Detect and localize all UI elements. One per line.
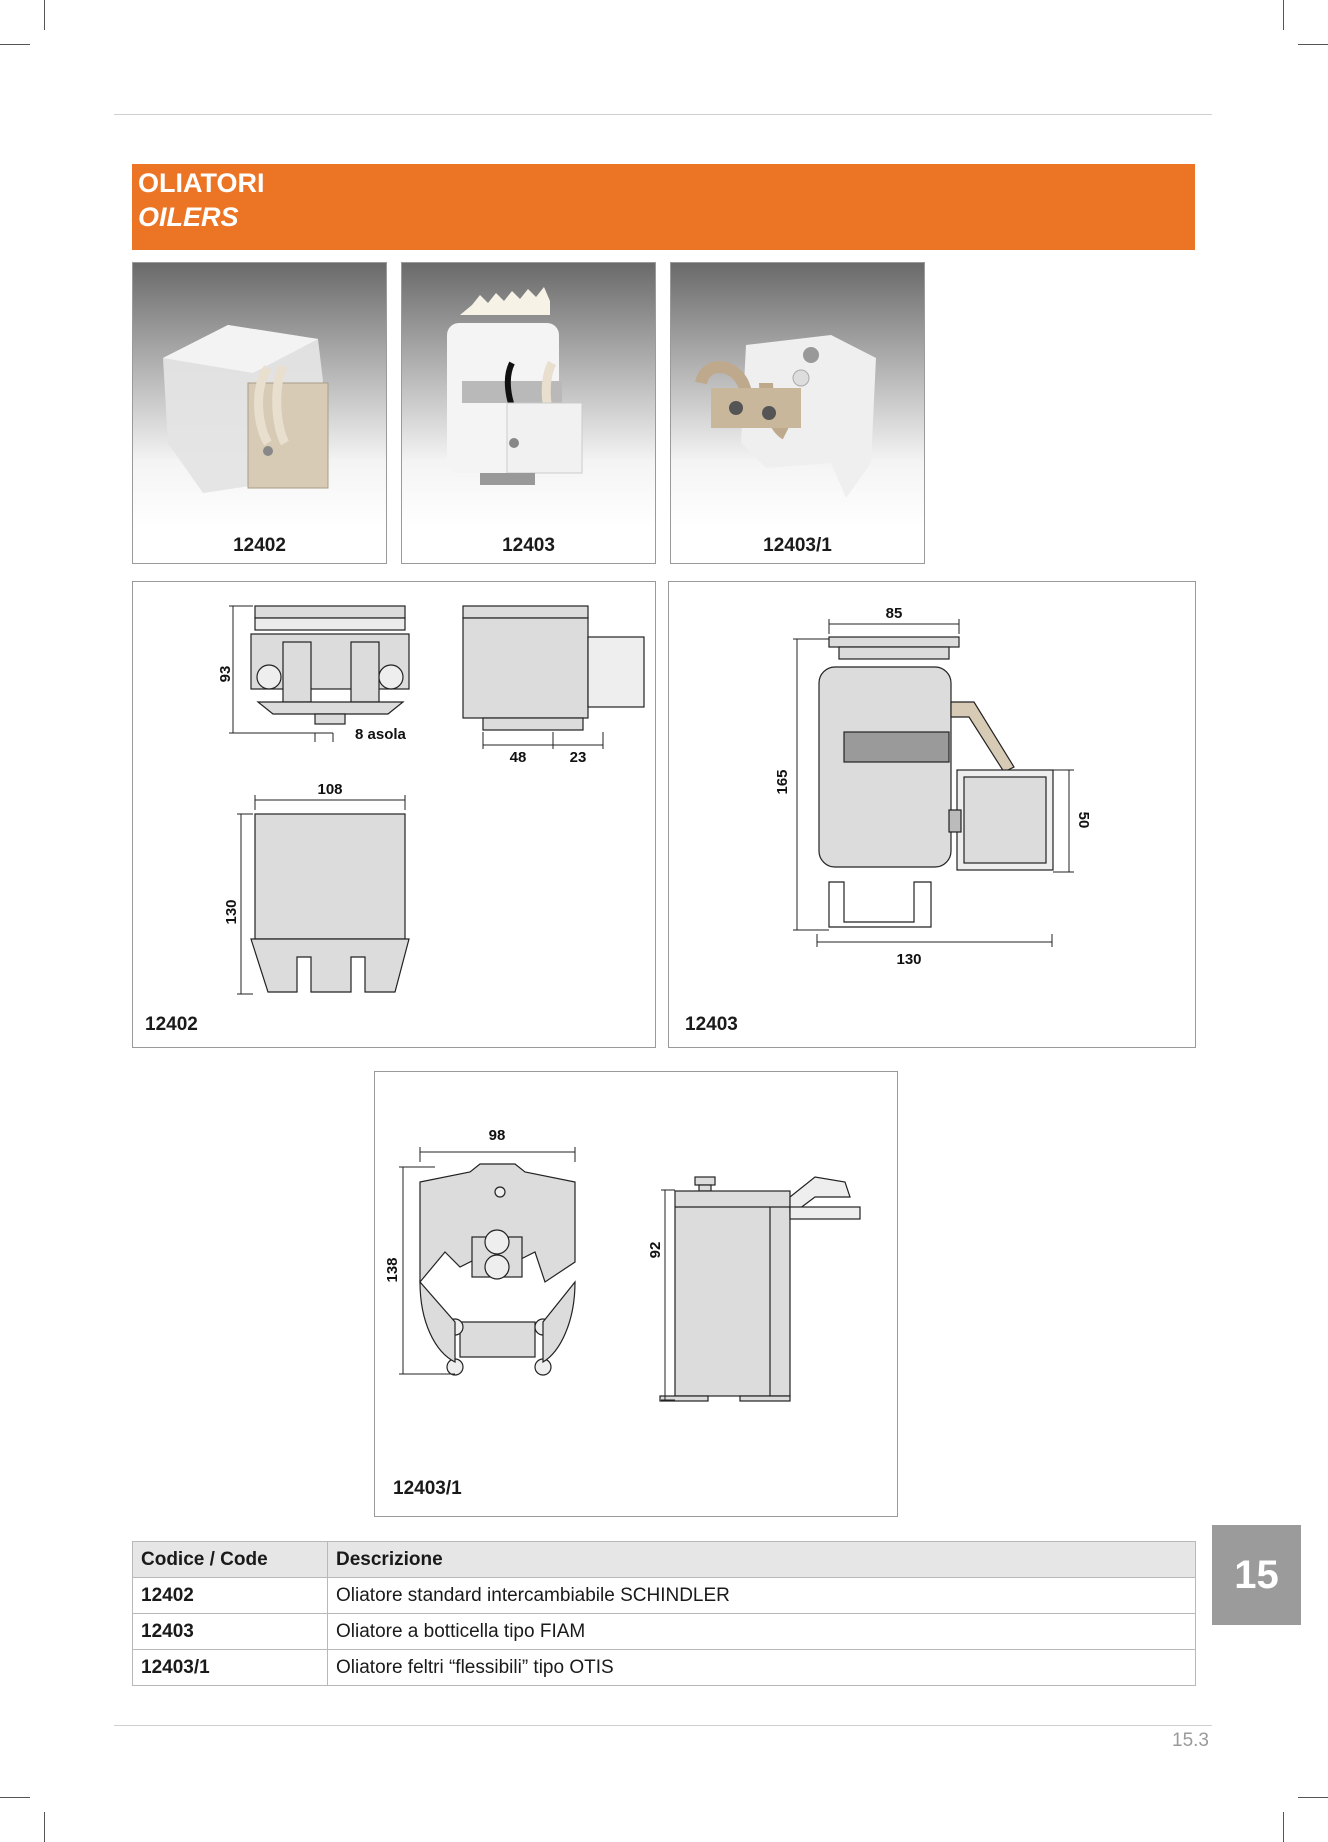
table-row: 12402 Oliatore standard intercambiabile … <box>132 1577 1196 1614</box>
crop-mark <box>0 1797 30 1798</box>
chapter-tab: 15 <box>1212 1525 1301 1625</box>
dim-height: 138 <box>384 1257 401 1282</box>
dim-width: 108 <box>317 781 342 798</box>
cell-code: 12402 <box>132 1577 328 1614</box>
technical-drawing-12402: 93 8 asola 48 23 108 130 <box>217 605 645 995</box>
dim-width: 98 <box>489 1127 506 1144</box>
technical-drawing-12403: 85 165 50 130 <box>774 605 1092 968</box>
crop-mark <box>44 1812 45 1842</box>
cell-code: 12403 <box>132 1613 328 1650</box>
page-number: 15.3 <box>1172 1730 1209 1751</box>
section-title-en: OILERS <box>138 202 239 232</box>
dim-width: 130 <box>896 951 921 968</box>
header-rule <box>114 114 1212 115</box>
drawing-label: 12402 <box>145 1014 198 1035</box>
table-header-row: Codice / Code Descrizione <box>132 1541 1196 1578</box>
column-header-description: Descrizione <box>327 1541 1196 1578</box>
crop-mark <box>0 44 30 45</box>
product-photo-12402: 12402 <box>132 262 387 564</box>
drawing-panel-12403-1: 98 138 92 12403/1 <box>374 1071 898 1517</box>
dim-side: 92 <box>647 1242 664 1259</box>
crop-mark <box>44 0 45 30</box>
drawing-panel-12403: 85 165 50 130 12403 <box>668 581 1196 1048</box>
drawing-label: 12403/1 <box>393 1478 462 1499</box>
photo-caption: 12402 <box>233 535 286 556</box>
drawing-panel-12402: 93 8 asola 48 23 108 130 12402 <box>132 581 656 1048</box>
table-row: 12403/1 Oliatore feltri “flessibili” tip… <box>132 1649 1196 1686</box>
photo-caption: 12403/1 <box>763 535 832 556</box>
spec-table: Codice / Code Descrizione 12402 Oliatore… <box>132 1541 1196 1686</box>
cell-description: Oliatore feltri “flessibili” tipo OTIS <box>327 1649 1196 1686</box>
dim-height2: 130 <box>223 899 240 924</box>
crop-mark <box>1298 1797 1328 1798</box>
dim-b: 23 <box>570 749 587 766</box>
product-photo-12403: 12403 <box>401 262 656 564</box>
crop-mark <box>1283 1812 1284 1842</box>
dim-slot: 8 asola <box>355 726 407 743</box>
photo-caption: 12403 <box>502 535 555 556</box>
dim-height: 165 <box>774 769 791 794</box>
table-row: 12403 Oliatore a botticella tipo FIAM <box>132 1613 1196 1650</box>
cell-description: Oliatore a botticella tipo FIAM <box>327 1613 1196 1650</box>
crop-mark <box>1298 44 1328 45</box>
dim-height: 93 <box>217 666 234 683</box>
crop-mark <box>1283 0 1284 30</box>
section-title-it: OLIATORI <box>138 168 265 198</box>
cell-description: Oliatore standard intercambiabile SCHIND… <box>327 1577 1196 1614</box>
cell-code: 12403/1 <box>132 1649 328 1686</box>
technical-drawing-12403-1: 98 138 92 <box>384 1127 861 1402</box>
column-header-code: Codice / Code <box>132 1541 328 1578</box>
dim-top: 85 <box>886 605 903 622</box>
dim-side: 50 <box>1075 812 1092 829</box>
section-banner: OLIATORI OILERS <box>132 164 1195 250</box>
drawing-label: 12403 <box>685 1014 738 1035</box>
dim-a: 48 <box>510 749 527 766</box>
product-photo-12403-1: 12403/1 <box>670 262 925 564</box>
footer-rule <box>114 1725 1212 1726</box>
